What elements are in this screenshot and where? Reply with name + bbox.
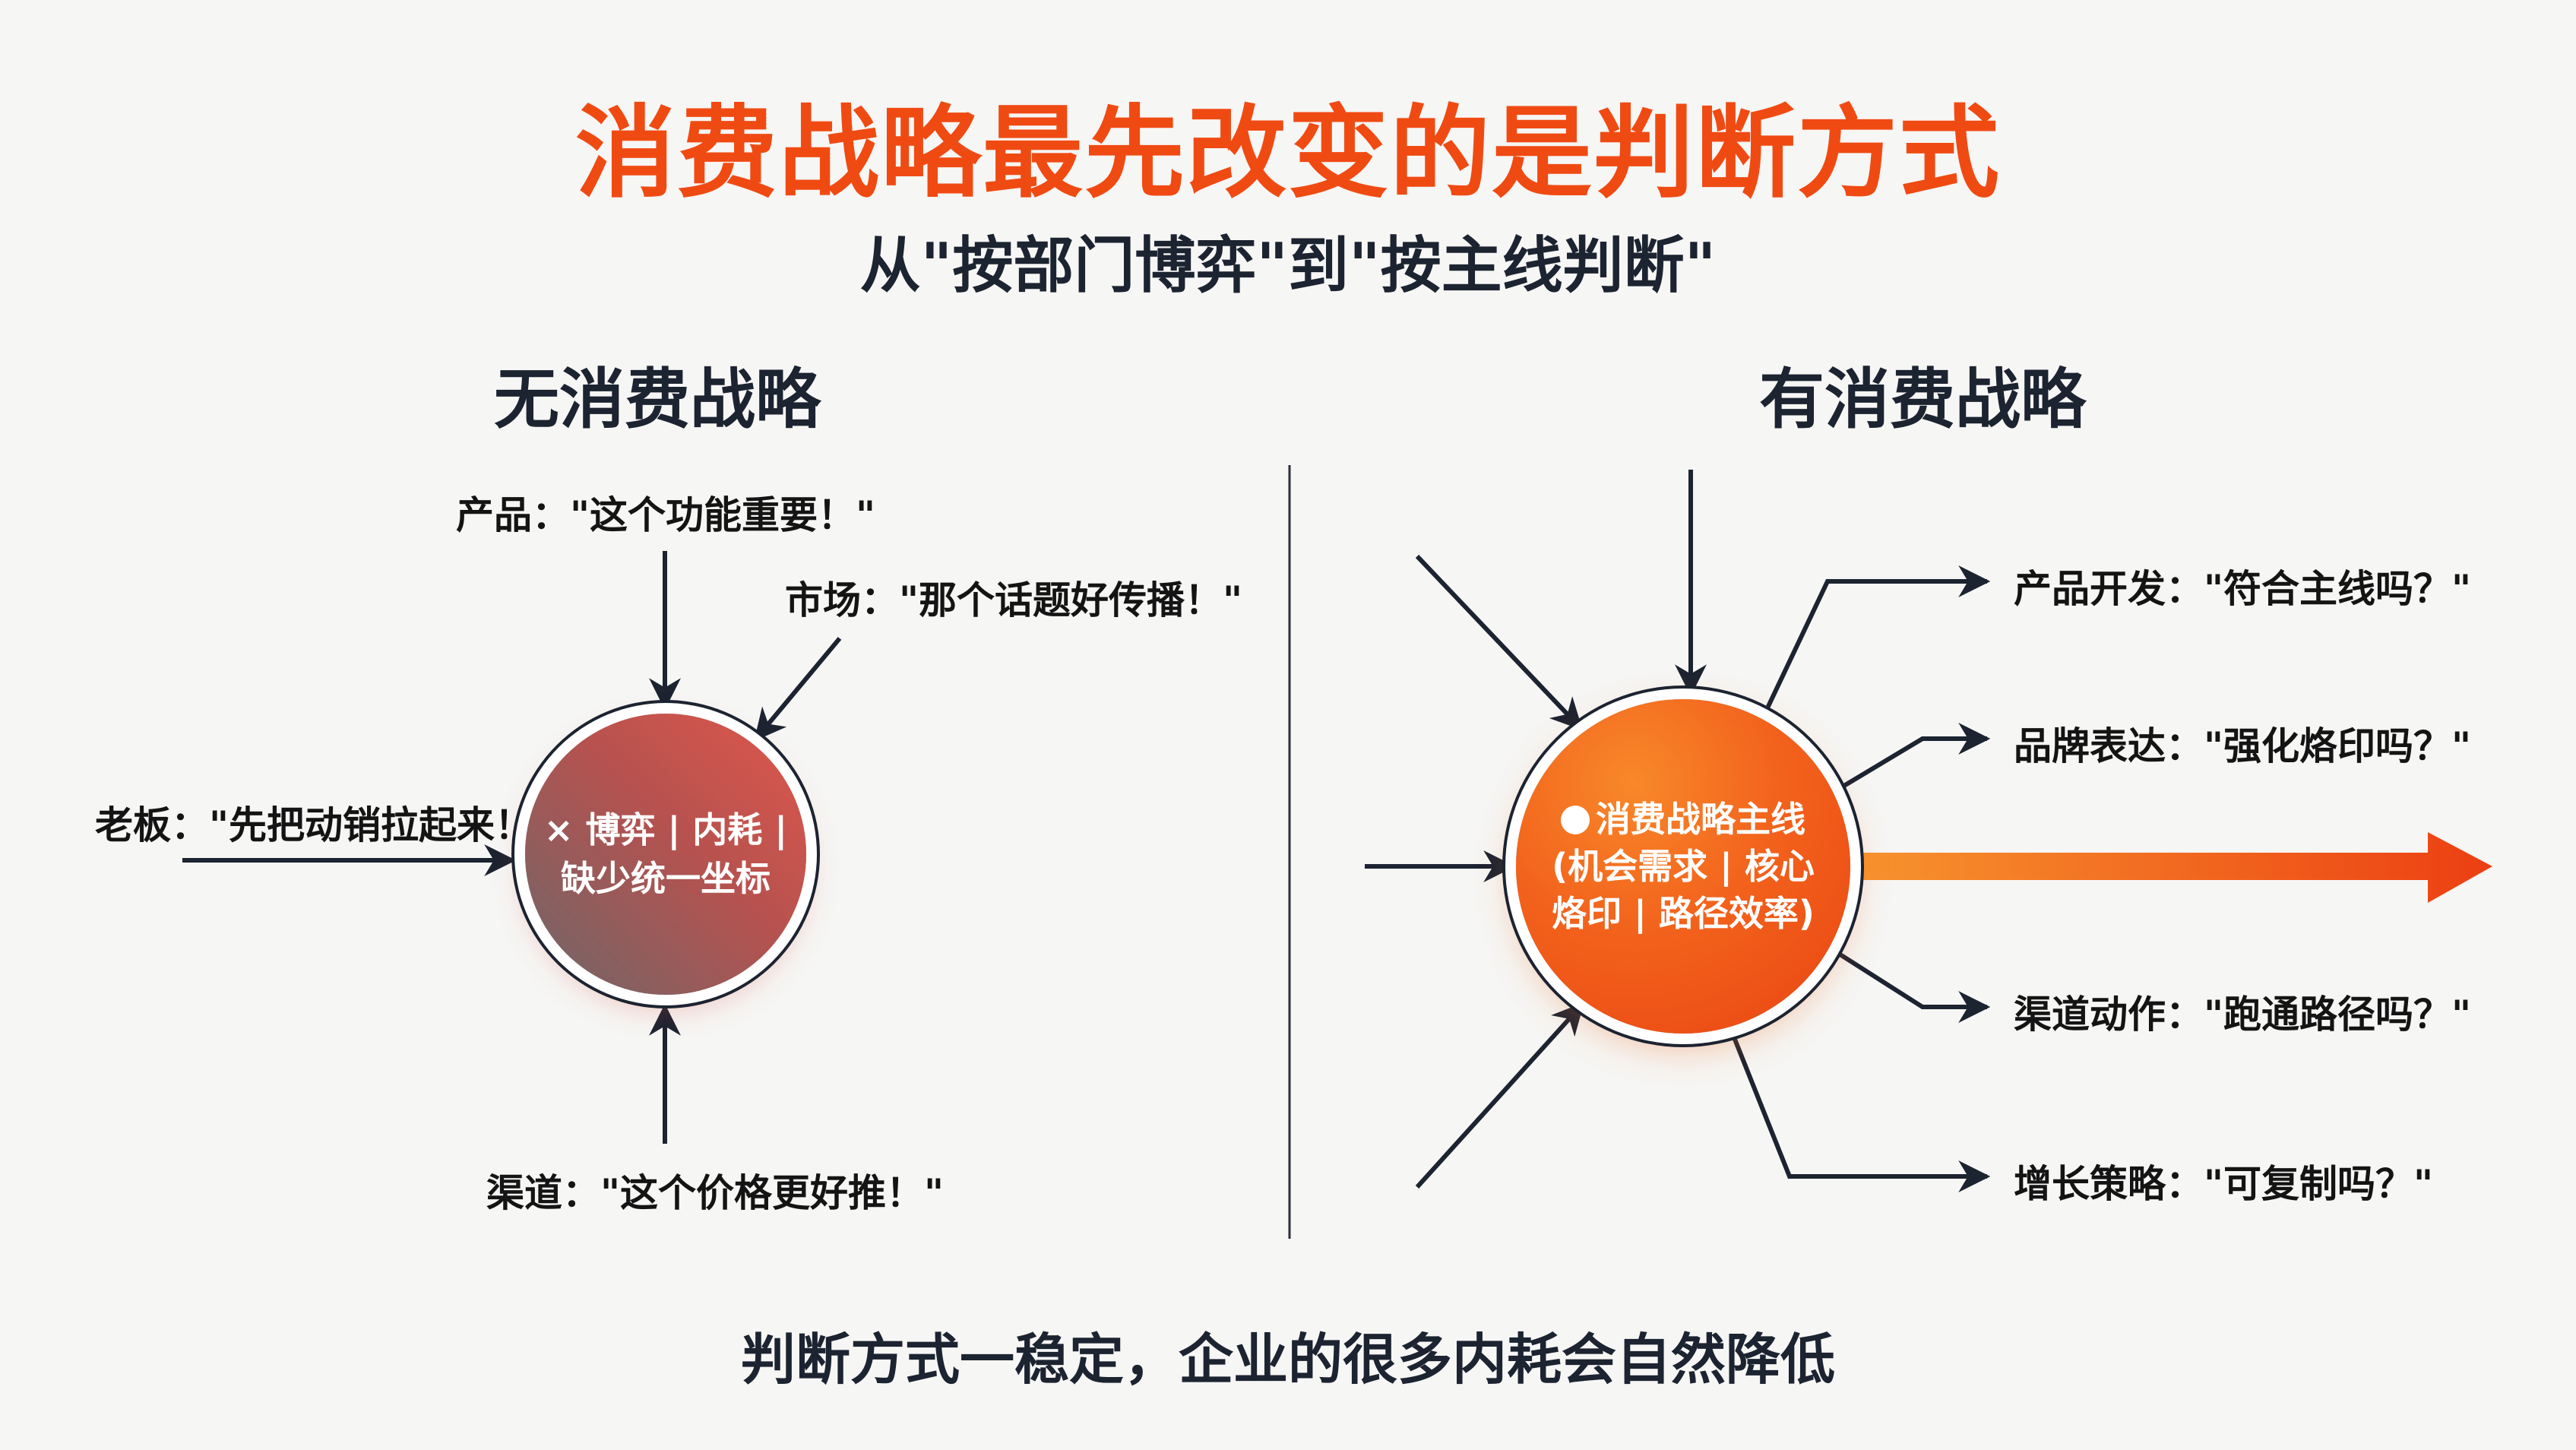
input-label-channel: 渠道："这个价格更好推！" bbox=[486, 1171, 945, 1215]
main-direction-arrow bbox=[1854, 832, 2492, 903]
input-label-boss: 老板："先把动销拉起来！" bbox=[95, 803, 553, 847]
input-label-product: 产品："这个功能重要！" bbox=[456, 493, 876, 537]
center-line-2: 缺少统一坐标 bbox=[560, 858, 771, 899]
input-label-market: 市场："那个话题好传播！" bbox=[785, 578, 1243, 622]
center-line-1: 消费战略主线 bbox=[1595, 799, 1805, 840]
left-section-heading: 无消费战略 bbox=[494, 362, 821, 438]
output-label-channel: 渠道动作："跑通路径吗？" bbox=[2014, 993, 2472, 1037]
center-line-2: (机会需求 | 核心 bbox=[1552, 846, 1815, 887]
output-label-product-dev: 产品开发："符合主线吗？" bbox=[2014, 567, 2472, 611]
conflict-center-node: × 博弈 | 内耗 | 缺少统一坐标 bbox=[525, 714, 806, 995]
strategy-mainline-node: 消费战略主线 (机会需求 | 核心 烙印 | 路径效率) bbox=[1516, 699, 1850, 1034]
output-label-brand: 品牌表达："强化烙印吗？" bbox=[2014, 724, 2472, 768]
page-title: 消费战略最先改变的是判断方式 bbox=[575, 95, 2001, 212]
center-line-3: 烙印 | 路径效率) bbox=[1552, 893, 1815, 934]
footer-conclusion: 判断方式一稳定，企业的很多内耗会自然降低 bbox=[740, 1328, 1835, 1391]
center-line-1: × 博弈 | 内耗 | bbox=[543, 809, 788, 850]
output-label-growth: 增长策略："可复制吗？" bbox=[2014, 1162, 2434, 1206]
page-subtitle: 从"按部门博弈"到"按主线判断" bbox=[859, 230, 1717, 301]
right-section-heading: 有消费战略 bbox=[1759, 362, 2086, 438]
dot-icon bbox=[1560, 806, 1590, 834]
